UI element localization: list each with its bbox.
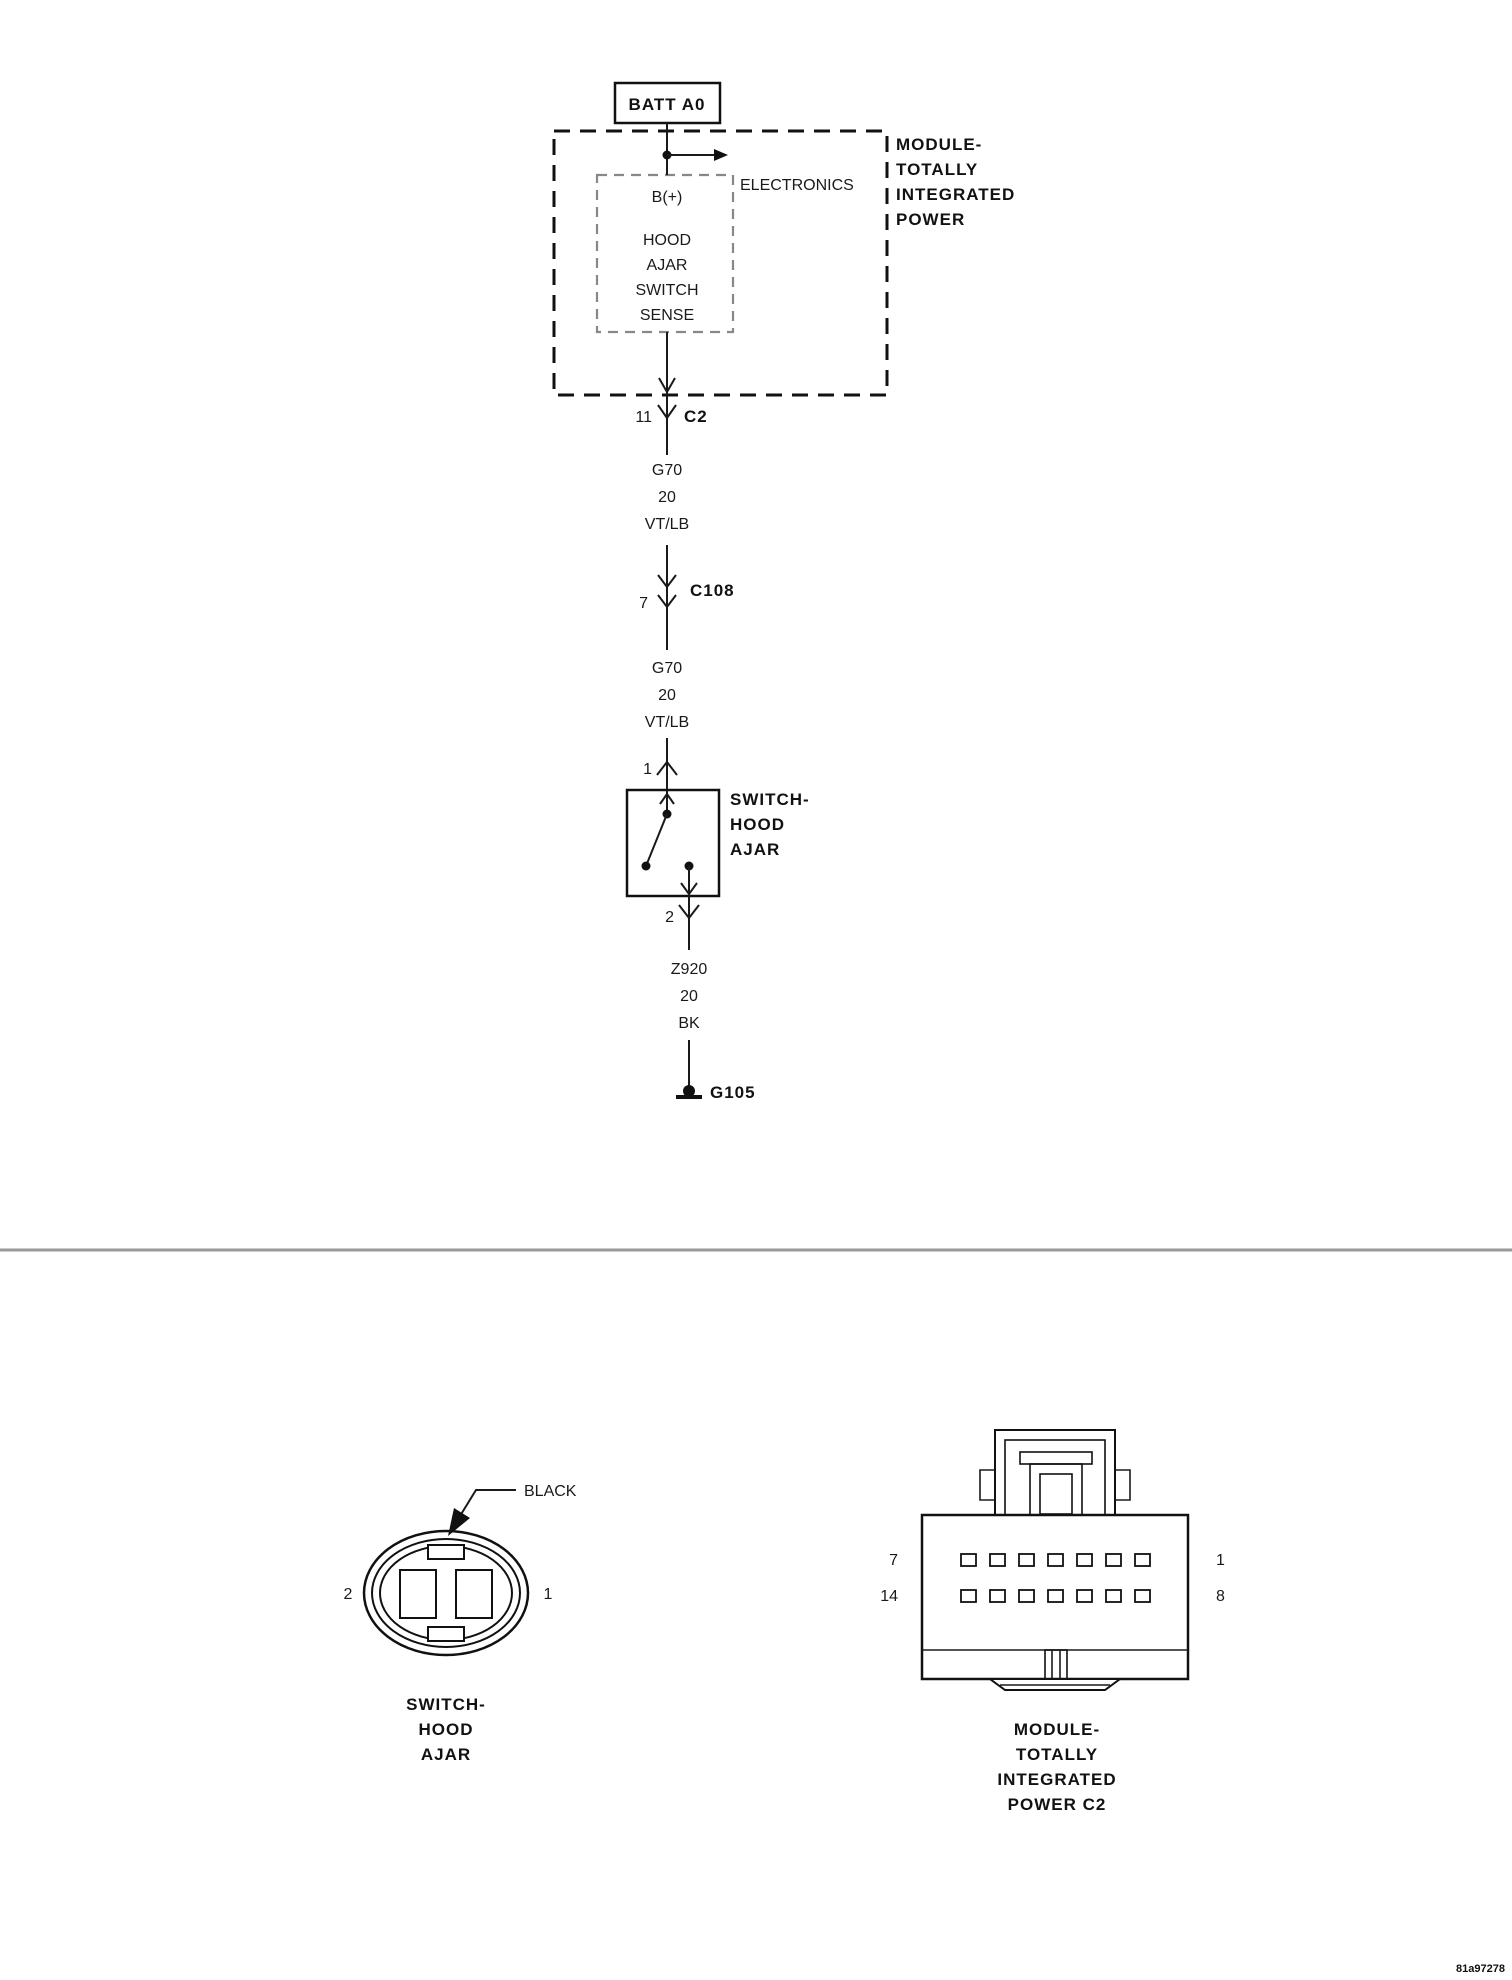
hood-ajar-switch-symbol xyxy=(641,790,698,896)
module-c2-cavity xyxy=(1134,1553,1151,1567)
module-c2-caption: MODULE- TOTALLY INTEGRATED POWER C2 xyxy=(997,1720,1116,1814)
svg-text:20: 20 xyxy=(680,988,698,1005)
module-c2-cavity xyxy=(1105,1589,1122,1603)
bplus-label: B(+) xyxy=(652,189,683,206)
svg-text:VT/LB: VT/LB xyxy=(645,714,689,731)
module-c2-cavity xyxy=(1076,1589,1093,1603)
svg-text:VT/LB: VT/LB xyxy=(645,516,689,533)
ground-label: G105 xyxy=(710,1083,756,1102)
wire-lower-label: Z920 20 BK xyxy=(671,961,708,1032)
svg-text:POWER: POWER xyxy=(896,210,965,229)
svg-text:POWER C2: POWER C2 xyxy=(1008,1795,1107,1814)
connector-c108-symbol xyxy=(657,545,677,650)
module-c2-pin-top-right: 1 xyxy=(1216,1552,1225,1569)
module-outline xyxy=(552,129,889,397)
ground-symbol xyxy=(676,1085,702,1099)
switch-connector-color: BLACK xyxy=(524,1483,577,1500)
switch-pin-top: 1 xyxy=(643,761,652,778)
wire-middle-label: G70 20 VT/LB xyxy=(645,660,689,731)
electronics-label: ELECTRONICS xyxy=(740,177,854,194)
connector-c2-pin: 11 xyxy=(635,409,652,426)
module-c2-pin-top-left: 7 xyxy=(889,1552,898,1569)
module-c2-pin-bottom-right: 8 xyxy=(1216,1588,1225,1605)
svg-text:BK: BK xyxy=(678,1015,700,1032)
svg-text:SWITCH: SWITCH xyxy=(635,282,698,299)
switch-connector-caption: SWITCH- HOOD AJAR xyxy=(406,1695,486,1764)
sense-circuit-box xyxy=(595,173,735,334)
switch-connector-pin-right: 1 xyxy=(544,1586,553,1603)
svg-text:MODULE-: MODULE- xyxy=(1014,1720,1100,1739)
svg-text:G70: G70 xyxy=(652,660,682,677)
wire-upper-label: G70 20 VT/LB xyxy=(645,462,689,533)
svg-text:TOTALLY: TOTALLY xyxy=(896,160,978,179)
connector-c2-symbol xyxy=(657,395,677,455)
hood-ajar-switch-box xyxy=(625,788,721,898)
module-c2-cavity xyxy=(989,1553,1006,1567)
svg-text:SENSE: SENSE xyxy=(640,307,694,324)
svg-text:AJAR: AJAR xyxy=(647,257,688,274)
svg-text:20: 20 xyxy=(658,687,676,704)
svg-text:INTEGRATED: INTEGRATED xyxy=(997,1770,1116,1789)
black-indicator-arrow xyxy=(448,1489,516,1536)
svg-text:HOOD: HOOD xyxy=(643,232,691,249)
module-c2-cavity xyxy=(1047,1589,1064,1603)
svg-text:G70: G70 xyxy=(652,462,682,479)
sense-label: HOOD AJAR SWITCH SENSE xyxy=(635,232,698,324)
module-c2-cavity xyxy=(960,1589,977,1603)
svg-text:Z920: Z920 xyxy=(671,961,708,978)
connector-c2-name: C2 xyxy=(684,407,708,426)
module-label: MODULE- TOTALLY INTEGRATED POWER xyxy=(896,135,1015,229)
figure-id: 81a97278 xyxy=(1456,1963,1505,1975)
svg-text:INTEGRATED: INTEGRATED xyxy=(896,185,1015,204)
svg-text:SWITCH-: SWITCH- xyxy=(730,790,810,809)
switch-connector-pin-left: 2 xyxy=(344,1586,353,1603)
module-c2-cavity xyxy=(1134,1589,1151,1603)
svg-text:SWITCH-: SWITCH- xyxy=(406,1695,486,1714)
switch-label: SWITCH- HOOD AJAR xyxy=(730,790,810,859)
svg-text:MODULE-: MODULE- xyxy=(896,135,982,154)
connector-c108-name: C108 xyxy=(690,581,735,600)
module-c2-cavity xyxy=(1018,1589,1035,1603)
svg-text:TOTALLY: TOTALLY xyxy=(1016,1745,1098,1764)
module-c2-cavity xyxy=(989,1589,1006,1603)
module-c2-cavity xyxy=(1105,1553,1122,1567)
electronics-arrow xyxy=(714,149,728,161)
module-c2-cavity xyxy=(960,1553,977,1567)
svg-text:HOOD: HOOD xyxy=(730,815,785,834)
battery-label: BATT A0 xyxy=(629,95,706,114)
svg-text:AJAR: AJAR xyxy=(421,1745,471,1764)
switch-connector-view xyxy=(362,1529,530,1657)
module-c2-cavity xyxy=(1047,1553,1064,1567)
module-c2-cavities xyxy=(960,1553,1151,1603)
svg-text:AJAR: AJAR xyxy=(730,840,780,859)
svg-text:HOOD: HOOD xyxy=(419,1720,474,1739)
switch-pin-bottom: 2 xyxy=(665,909,674,926)
connector-c108-pin: 7 xyxy=(639,595,648,612)
module-c2-pin-bottom-left: 14 xyxy=(880,1588,898,1605)
svg-text:20: 20 xyxy=(658,489,676,506)
module-c2-cavity xyxy=(1076,1553,1093,1567)
module-c2-cavity xyxy=(1018,1553,1035,1567)
